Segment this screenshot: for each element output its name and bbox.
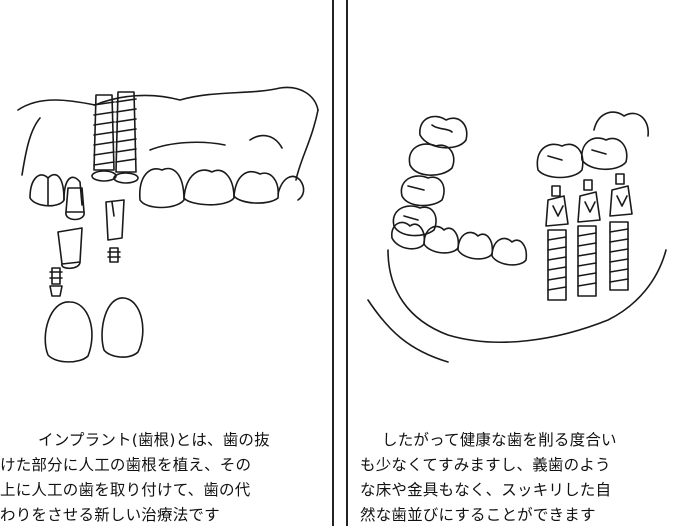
caption-line: 然な歯並びにすることができます	[360, 506, 596, 524]
caption-line: わりをさせる新しい治療法です	[0, 506, 220, 524]
caption-line: けた部分に人工の歯根を植え、その	[0, 456, 252, 474]
caption-line: も少なくてすみますし、義歯のよう	[360, 456, 611, 474]
caption-line: 上に人工の歯を取り付けて、歯の代	[0, 481, 251, 499]
caption-line: インプラント(歯根)とは、歯の抜	[38, 431, 270, 449]
caption-line: したがって健康な歯を削る度合い	[382, 431, 617, 449]
caption-line: な床や金具もなく、スッキリした自	[360, 481, 612, 499]
dental-implant-lower-jaw-bridge-illustration	[348, 0, 674, 420]
right-caption: したがって健康な歯を削る度合い も少なくてすみますし、義歯のよう な床や金具もな…	[360, 428, 670, 528]
dental-implant-upper-jaw-illustration	[0, 0, 334, 420]
left-panel: インプラント(歯根)とは、歯の抜 けた部分に人工の歯根を植え、その 上に人工の歯…	[0, 0, 334, 526]
left-caption: インプラント(歯根)とは、歯の抜 けた部分に人工の歯根を植え、その 上に人工の歯…	[0, 428, 332, 528]
right-panel: したがって健康な歯を削る度合い も少なくてすみますし、義歯のよう な床や金具もな…	[346, 0, 674, 526]
